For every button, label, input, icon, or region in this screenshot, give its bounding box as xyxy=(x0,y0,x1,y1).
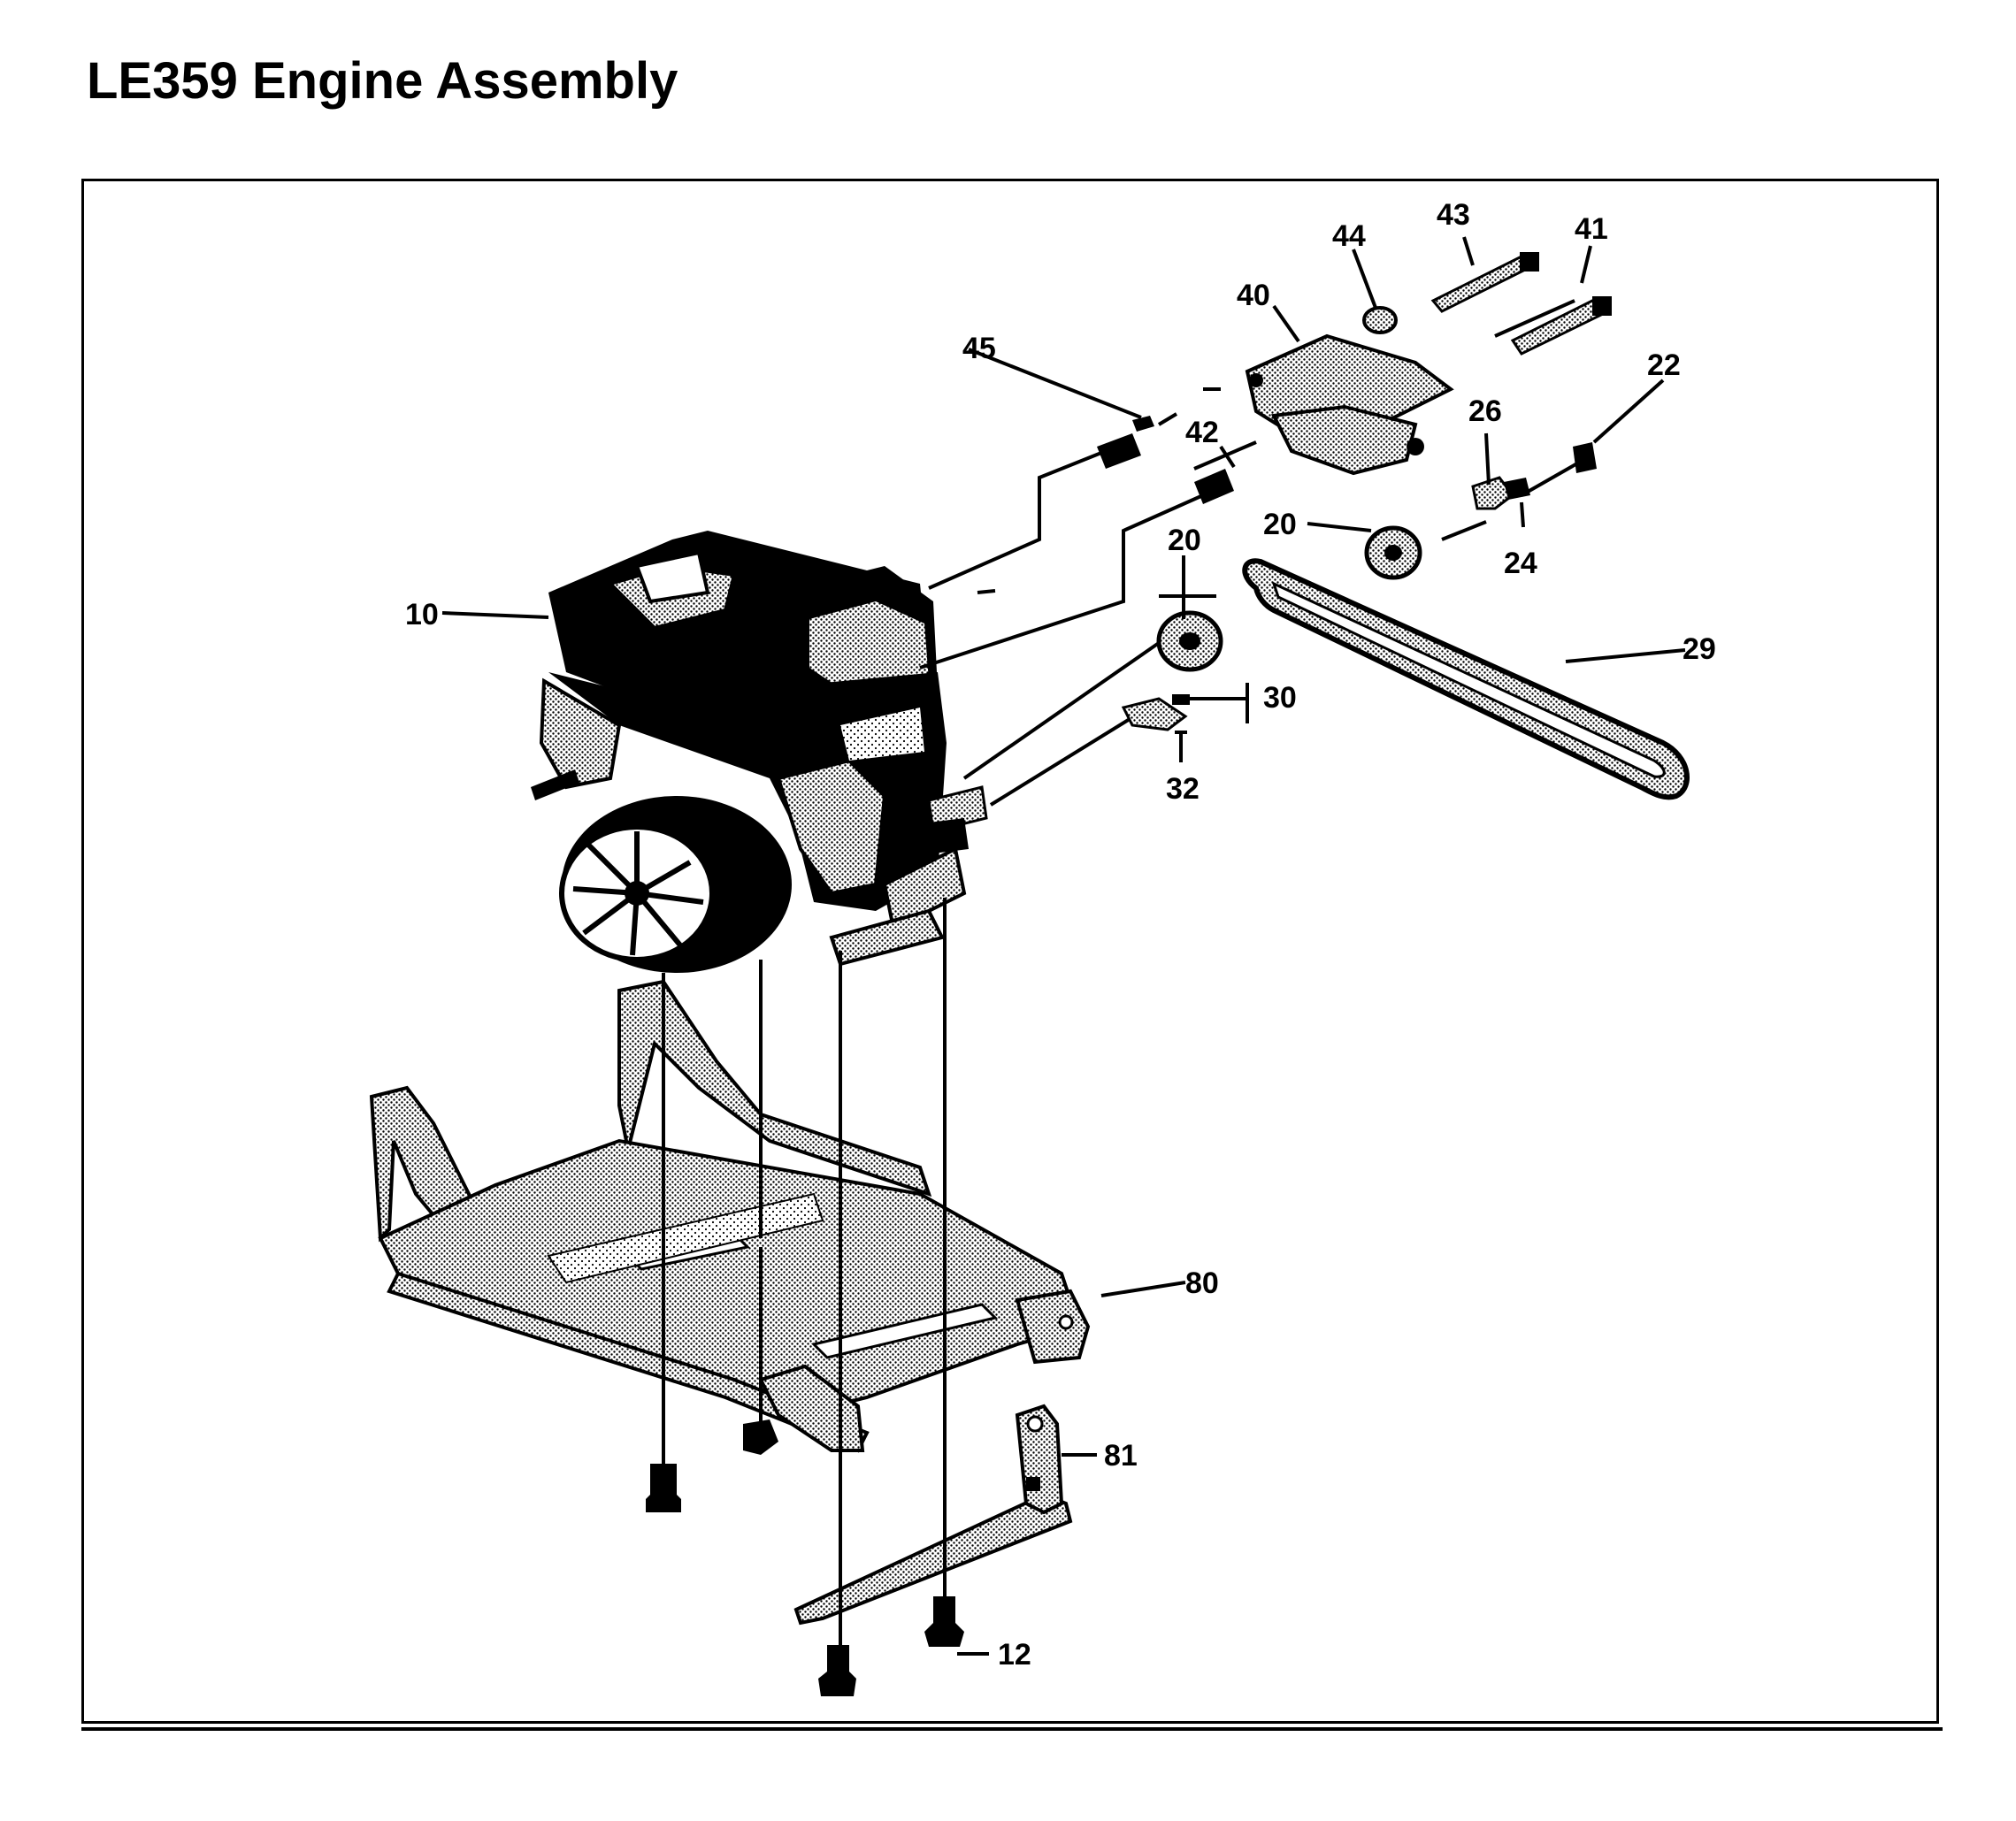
callout-44: 44 xyxy=(1332,219,1366,253)
rod-41 xyxy=(1510,296,1612,356)
pivot-bracket xyxy=(1245,333,1454,476)
leader-lines xyxy=(441,236,1686,1656)
connector-lines xyxy=(919,259,1584,807)
callout-32: 32 xyxy=(1166,772,1200,806)
diagram-frame xyxy=(81,179,1939,1724)
callout-20-right: 20 xyxy=(1263,508,1297,541)
callout-24: 24 xyxy=(1504,547,1537,580)
callout-20-left: 20 xyxy=(1168,524,1201,557)
bolts xyxy=(646,1419,964,1696)
callout-30: 30 xyxy=(1263,681,1297,715)
callout-81: 81 xyxy=(1104,1439,1138,1473)
spring-42 xyxy=(1194,469,1234,504)
callout-41: 41 xyxy=(1575,212,1608,246)
callout-42: 42 xyxy=(1185,416,1219,449)
rod-43 xyxy=(1430,252,1539,313)
pulley-right xyxy=(1364,525,1422,580)
callout-labels: 10 45 42 40 44 43 41 22 26 24 20 20 29 3… xyxy=(405,198,1716,1672)
spring-45 xyxy=(1097,416,1154,469)
key-and-clip xyxy=(1121,694,1190,731)
pulley-left xyxy=(1156,610,1223,672)
frame-bottom-rule xyxy=(81,1727,1943,1731)
support-bar xyxy=(793,1404,1073,1626)
page-title: LE359 Engine Assembly xyxy=(87,52,678,110)
assembly-lines xyxy=(662,898,947,1649)
callout-26: 26 xyxy=(1468,394,1502,428)
callout-22: 22 xyxy=(1647,348,1681,382)
callout-12: 12 xyxy=(998,1638,1031,1672)
base-plate xyxy=(369,979,1091,1453)
belt xyxy=(1242,558,1690,800)
callout-29: 29 xyxy=(1683,632,1716,666)
callout-45: 45 xyxy=(962,332,996,365)
fasteners-upper xyxy=(1471,442,1597,510)
callout-43: 43 xyxy=(1437,198,1470,232)
callout-40: 40 xyxy=(1237,279,1270,312)
engine xyxy=(531,531,988,973)
callout-10: 10 xyxy=(405,598,439,631)
callout-80: 80 xyxy=(1185,1266,1219,1300)
spacer xyxy=(1362,306,1398,334)
